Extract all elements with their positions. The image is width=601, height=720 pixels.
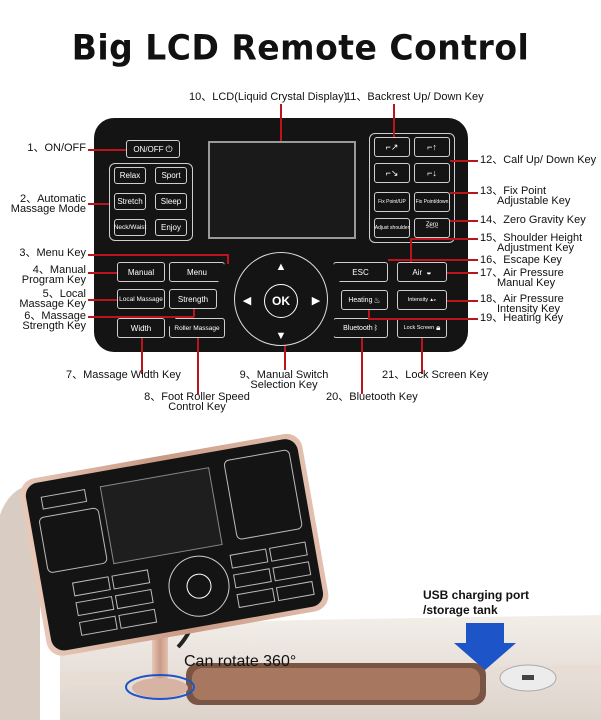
zero-gravity-button[interactable]: Zero⌒⌒ [414,218,450,238]
lock-screen-button[interactable]: Lock Screen🔒︎ [397,318,447,338]
callout-lcd: 10、LCD(Liquid Crystal Display) [189,91,348,103]
adjust-shoulder-button[interactable]: Adjust shoulder [374,218,410,238]
callout-switch: 9、Manual Switch [239,369,329,381]
backrest-down-icon: ⌐↘ [385,167,399,178]
arrow-left-icon[interactable]: ◀ [242,295,252,307]
flame-icon: ♨ [373,295,381,305]
rotate-caption: Can rotate 360° [184,653,297,670]
sport-button[interactable]: Sport [155,167,187,184]
heating-label: Heating [348,296,373,304]
callout-manual: 4、Manual [32,264,86,276]
strength-button[interactable]: Strength [169,289,217,309]
air-pressure-icon: ◒ [426,267,432,277]
auto-mode-group [109,163,193,241]
calf-down-icon: ⌐↓ [427,168,437,178]
callout-menu: 3、Menu Key [19,247,86,259]
relax-button[interactable]: Relax [114,167,146,184]
callout-onoff: 1、ON/OFF [27,142,86,154]
callout-automatic-2: Massage Mode [10,203,86,215]
backrest-up-button[interactable]: ⌐↗ [374,137,410,157]
page-title: Big LCD Remote Control [71,27,530,68]
lcd-display [208,141,356,239]
callout-width: 7、Massage Width Key [66,369,181,381]
sleep-button[interactable]: Sleep [155,193,187,210]
calf-down-button[interactable]: ⌐↓ [414,163,450,183]
manual-button[interactable]: Manual [117,262,165,282]
callout-roller-2: Control Key [168,401,226,413]
stretch-button[interactable]: Stretch [114,193,146,210]
arrow-right-icon[interactable]: ▶ [311,295,321,307]
arrow-down-icon[interactable]: ▼ [275,330,287,342]
air-label: Air [412,267,423,277]
usb-caption-line2: /storage tank [423,603,498,617]
callout-fixpoint-2: Adjustable Key [497,195,571,207]
calf-up-icon: ⌐↑ [427,142,437,152]
position-group [369,133,455,243]
zero-gravity-icon: ⌒⌒ [425,228,438,234]
lock-screen-label: Lock Screen [403,325,435,331]
callout-roller: 8、Foot Roller Speed [144,391,250,403]
callout-escape: 16、Escape Key [480,254,562,266]
enjoy-button[interactable]: Enjoy [155,219,187,236]
lock-icon: 🔒︎ [436,323,441,332]
onoff-button[interactable]: ON/OFF⏻ [126,140,180,158]
callout-switch-2: Selection Key [250,379,318,391]
air-button[interactable]: Air◒ [397,262,447,282]
roller-massage-button[interactable]: Roller Massage [169,318,225,338]
callout-calf: 12、Calf Up/ Down Key [480,154,597,166]
bluetooth-label: Bluetooth [343,324,373,332]
intensity-icon: ▴◒ [430,297,437,303]
callout-lockscreen: 21、Lock Screen Key [382,369,489,381]
width-button[interactable]: Width [117,318,165,338]
esc-button[interactable]: ESC [333,262,388,282]
arrow-up-icon[interactable]: ▲ [275,261,287,273]
ok-button[interactable]: OK [264,284,298,318]
backrest-down-button[interactable]: ⌐↘ [374,163,410,183]
callout-backrest: 11、Backrest Up/ Down Key [345,91,484,103]
callout-air-2: Manual Key [497,277,556,289]
callout-manual-2: Program Key [21,274,86,286]
callout-strength: 6、Massage [24,310,86,322]
callout-shoulder: 15、Shoulder Height [480,232,583,244]
callout-local: 5、Local [42,288,86,300]
callout-automatic: 2、Automatic [19,193,86,205]
callout-intensity-2: Intensity Key [497,303,560,315]
local-massage-button[interactable]: Local Massage [117,289,165,309]
fix-point-down-button[interactable]: Fix Point/down [414,192,450,212]
callout-heating: 19、Heating Key [480,312,564,324]
callout-shoulder-2: Adjustment Key [497,242,575,254]
callout-bluetooth: 20、Bluetooth Key [326,391,418,403]
onoff-label: ON/OFF [133,144,164,154]
neck-waist-button[interactable]: Neck/Waist [114,219,146,236]
fix-point-up-button[interactable]: Fix Point/UP [374,192,410,212]
callout-local-2: Massage Key [19,298,86,310]
callout-intensity: 18、Air Pressure [480,293,564,305]
menu-button[interactable]: Menu [169,262,225,282]
callout-air: 17、Air Pressure [480,267,564,279]
power-icon: ⏻ [165,143,173,154]
bluetooth-icon: ᛒ [373,324,378,332]
callout-fixpoint: 13、Fix Point [480,185,547,197]
intensity-button[interactable]: Intensity▴◒ [397,290,447,310]
usb-caption: USB charging port /storage tank [423,588,529,618]
backrest-up-icon: ⌐↗ [385,141,399,152]
callout-strength-2: Strength Key [22,320,86,332]
callout-zero: 14、Zero Gravity Key [480,214,586,226]
zero-label: Zero [425,222,439,228]
intensity-label: Intensity [407,297,429,303]
usb-caption-line1: USB charging port [423,588,530,602]
product-photo [0,433,601,720]
calf-up-button[interactable]: ⌐↑ [414,137,450,157]
heating-button[interactable]: Heating♨ [341,290,388,310]
